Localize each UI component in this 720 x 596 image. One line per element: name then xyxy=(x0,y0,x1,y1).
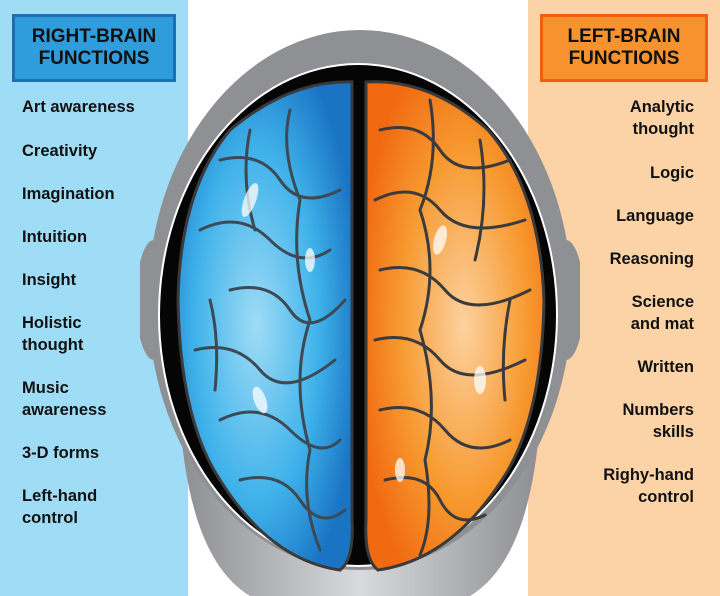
function-item: Analytic thought xyxy=(630,96,694,140)
function-label: Left-hand xyxy=(22,487,98,505)
function-item: Insight xyxy=(22,269,76,291)
function-label: thought xyxy=(22,336,84,354)
function-label: Science xyxy=(631,293,694,311)
function-item: Language xyxy=(616,205,694,227)
function-item: Music awareness xyxy=(22,377,106,421)
function-item: Art awareness xyxy=(22,96,135,118)
left-brain-title-line2: FUNCTIONS xyxy=(568,48,680,69)
function-label: thought xyxy=(632,120,694,138)
function-label: Music xyxy=(22,379,69,397)
function-item: Numbers skills xyxy=(622,399,694,443)
function-item: Holistic thought xyxy=(22,312,83,356)
function-label: Intuition xyxy=(22,228,88,246)
function-label: and mat xyxy=(630,315,694,333)
function-item: Science and mat xyxy=(631,291,694,335)
function-label: Creativity xyxy=(22,142,98,160)
function-item: Logic xyxy=(650,162,694,184)
function-label: Righy-hand xyxy=(603,466,694,484)
function-label: skills xyxy=(652,423,694,441)
function-label: control xyxy=(638,488,694,506)
function-item: 3-D forms xyxy=(22,442,99,464)
head-brain-illustration xyxy=(140,30,580,596)
blue-gyri xyxy=(193,108,347,552)
function-label: Insight xyxy=(22,271,77,289)
function-label: Logic xyxy=(650,164,694,182)
function-label: 3-D forms xyxy=(22,444,100,462)
function-label: Imagination xyxy=(22,185,115,203)
function-label: Analytic xyxy=(629,98,694,116)
function-item: Creativity xyxy=(22,140,97,162)
function-label: Numbers xyxy=(622,401,694,419)
function-label: Language xyxy=(616,207,694,225)
function-label: Art awareness xyxy=(22,98,135,116)
right-brain-title-line2: FUNCTIONS xyxy=(38,48,150,69)
function-label: control xyxy=(22,509,78,527)
function-item: Written xyxy=(637,356,694,378)
left-hemisphere xyxy=(364,80,546,572)
right-brain-title: RIGHT-BRAIN FUNCTIONS xyxy=(12,14,176,82)
function-label: awareness xyxy=(22,401,107,419)
orange-gyri xyxy=(373,98,532,557)
left-brain-title-line1: LEFT-BRAIN xyxy=(567,26,681,47)
function-label: Reasoning xyxy=(609,250,694,268)
function-label: Written xyxy=(637,358,694,376)
function-item: Reasoning xyxy=(610,248,694,270)
function-item: Righy-hand control xyxy=(603,464,694,508)
right-brain-title-line1: RIGHT-BRAIN xyxy=(31,26,157,47)
brain-highlights xyxy=(241,182,486,482)
function-item: Left-hand control xyxy=(22,485,97,529)
left-brain-title: LEFT-BRAIN FUNCTIONS xyxy=(540,14,708,82)
function-item: Imagination xyxy=(22,183,115,205)
function-label: Holistic xyxy=(22,314,82,332)
function-item: Intuition xyxy=(22,226,87,248)
